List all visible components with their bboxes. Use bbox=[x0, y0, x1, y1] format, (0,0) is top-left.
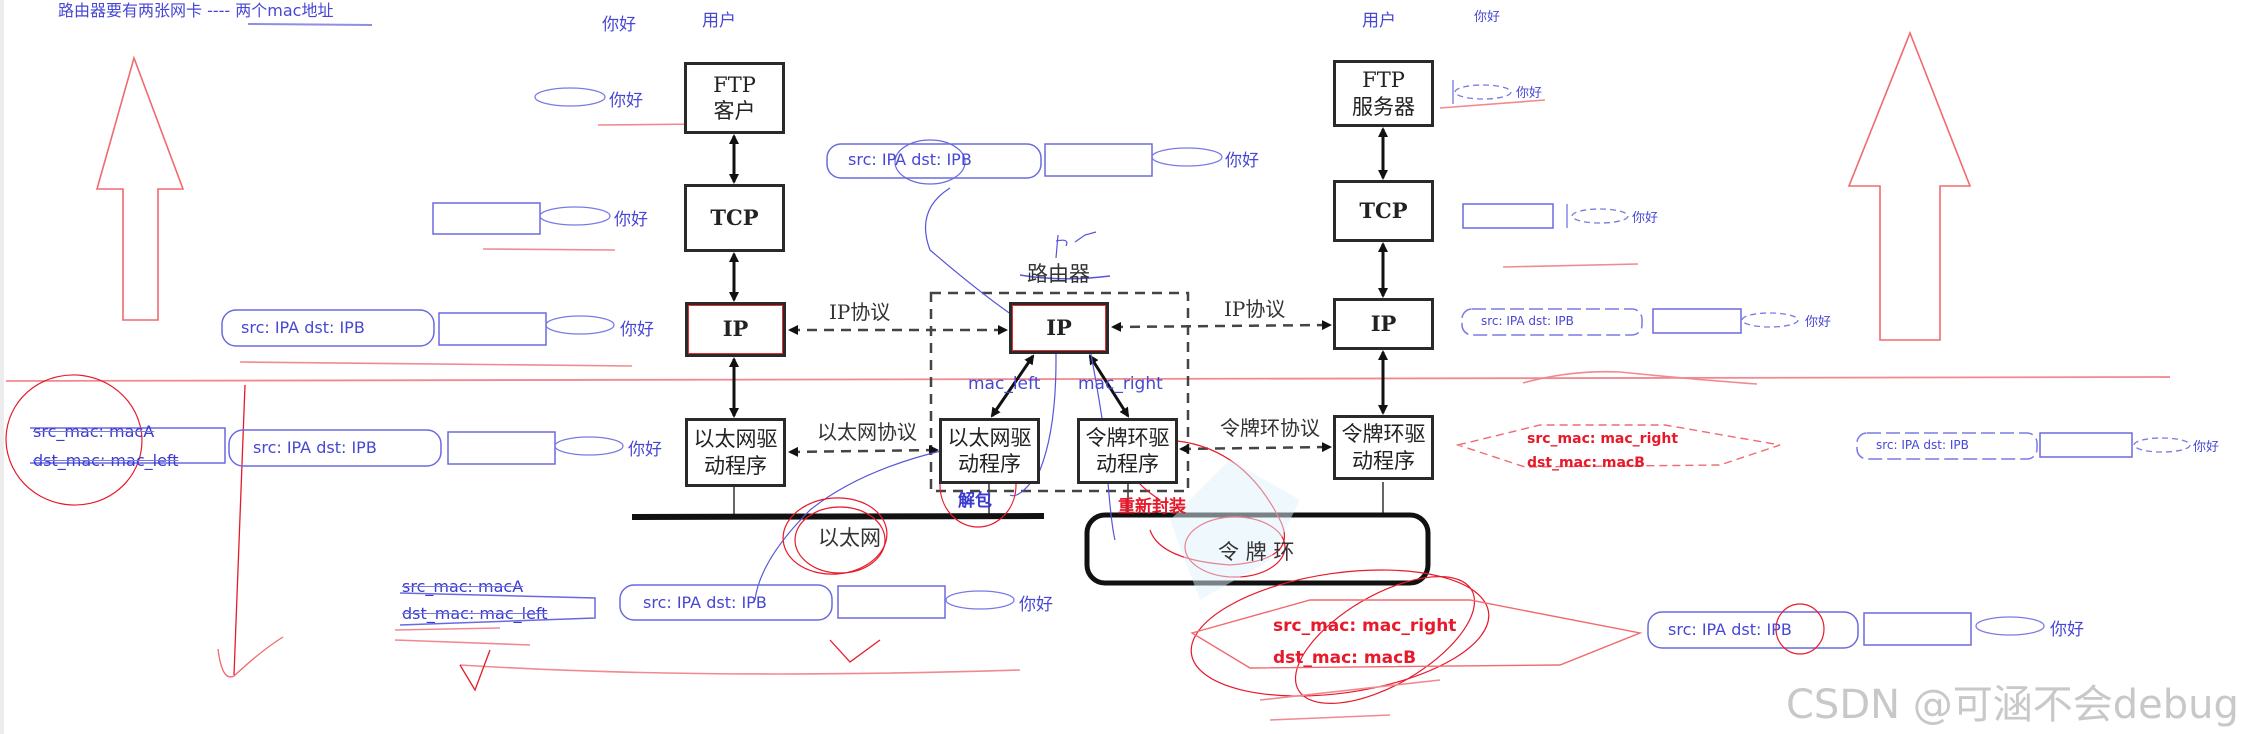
driver-right-line2: 动程序 bbox=[1352, 448, 1415, 473]
ethernet-protocol-label: 以太网协议 bbox=[817, 420, 917, 444]
router-ethernet-driver-box: 以太网驱 动程序 bbox=[939, 418, 1040, 484]
mac-dst-bottom-left: dst_mac: mac_left bbox=[402, 604, 548, 623]
payload-token-right: 你好 bbox=[2193, 440, 2220, 455]
packet-app-right bbox=[1452, 80, 1512, 104]
header-underline bbox=[247, 23, 373, 26]
payload-eth-bottom: 你好 bbox=[1019, 595, 1053, 615]
payload-tcp-right: 你好 bbox=[1632, 211, 1659, 226]
repack-label: 重新封装 bbox=[1118, 497, 1186, 517]
payload-app-left: 你好 bbox=[609, 91, 643, 111]
ethernet-protocol-arrow bbox=[788, 445, 939, 457]
router-eth-line1: 以太网驱 bbox=[947, 425, 1032, 450]
mac-left-label: mac_left bbox=[968, 374, 1041, 394]
router-boundary bbox=[929, 291, 1190, 493]
mac-dst-right: dst_mac: macB bbox=[1527, 455, 1645, 471]
mac-src-bottom-left: src_mac: macA bbox=[402, 577, 524, 596]
top-hello-right: 你好 bbox=[1474, 10, 1501, 25]
router-token-driver-box: 令牌环驱 动程序 bbox=[1077, 418, 1178, 484]
mac-src-bottom-right: src_mac: mac_right bbox=[1273, 616, 1457, 636]
ethernet-driver-left-box: 以太网驱 动程序 bbox=[685, 418, 786, 487]
left-down-arrow-icon bbox=[217, 636, 284, 678]
top-user-left: 用户 bbox=[702, 11, 736, 31]
router-token-line1: 令牌环驱 bbox=[1085, 425, 1170, 450]
router-eth-line2: 动程序 bbox=[958, 452, 1021, 476]
ip-left-label: IP bbox=[722, 316, 749, 342]
mac-header-outline bbox=[1455, 424, 1781, 468]
top-hello-left: 你好 bbox=[602, 15, 636, 35]
ip-header-token-bottom: src: IPA dst: IPB bbox=[1668, 620, 1792, 639]
right-up-arrow-icon bbox=[1847, 30, 1972, 341]
payload-router: 你好 bbox=[1225, 151, 1259, 171]
mac-src-left: src_mac: macA bbox=[33, 422, 155, 441]
ftp-client-line1: FTP bbox=[713, 72, 756, 97]
ftp-client-line2: 客户 bbox=[713, 99, 756, 123]
packet-ip-right bbox=[1461, 308, 1799, 336]
ip-header-eth-bottom: src: IPA dst: IPB bbox=[643, 593, 767, 612]
ip-header-router: src: IPA dst: IPB bbox=[848, 150, 972, 169]
packet-token-bottom bbox=[1647, 603, 2045, 655]
packet-token-right bbox=[1856, 432, 2191, 460]
left-up-arrow-icon bbox=[95, 55, 185, 321]
ethernet-highlight-circle bbox=[782, 497, 888, 575]
mac-header-outline bbox=[1190, 599, 1643, 669]
ip-header-eth-left: src: IPA dst: IPB bbox=[253, 438, 377, 457]
ftp-server-line1: FTP bbox=[1362, 68, 1405, 93]
layer-divider-line bbox=[5, 376, 2171, 382]
ftp-server-box: FTP 服务器 bbox=[1333, 60, 1434, 127]
ip-header-right: src: IPA dst: IPB bbox=[1481, 314, 1574, 328]
payload-eth-left: 你好 bbox=[628, 440, 662, 460]
ip-header-token-right: src: IPA dst: IPB bbox=[1876, 438, 1969, 452]
token-ring-protocol-label: 令牌环协议 bbox=[1220, 416, 1320, 440]
packet-eth-left bbox=[30, 427, 624, 467]
driver-right-line1: 令牌环驱 bbox=[1341, 422, 1426, 447]
tcp-right-label: TCP bbox=[1359, 197, 1408, 223]
csdn-watermark: CSDN @可涵不会debug bbox=[1786, 682, 2239, 728]
ethernet-network-label: 以太网 bbox=[818, 526, 881, 550]
payload-tcp-left: 你好 bbox=[614, 210, 648, 230]
router-title: 路由器 bbox=[1027, 262, 1090, 286]
packet-router-top bbox=[826, 139, 1223, 185]
payload-ip-left: 你好 bbox=[620, 320, 654, 340]
token-ring-protocol-arrow bbox=[1179, 442, 1332, 454]
top-user-right: 用户 bbox=[1362, 11, 1396, 31]
payload-token-bottom: 你好 bbox=[2050, 620, 2084, 640]
ip-protocol-left-label: IP协议 bbox=[829, 300, 891, 324]
mac-right-label: mac_right bbox=[1078, 374, 1163, 394]
tcp-left-box: TCP bbox=[684, 184, 785, 252]
packet-tcp-left bbox=[432, 202, 611, 235]
packet-eth-bottom bbox=[399, 584, 1015, 626]
mac-dst-bottom-right: dst_mac: macB bbox=[1273, 648, 1417, 668]
payload-app-right: 你好 bbox=[1516, 86, 1543, 101]
router-ip-box: IP bbox=[1009, 302, 1109, 354]
router-ip-label: IP bbox=[1046, 314, 1072, 340]
ip-left-box: IP bbox=[685, 302, 786, 357]
mac-src-right: src_mac: mac_right bbox=[1527, 431, 1679, 447]
packet-tcp-right bbox=[1462, 203, 1629, 229]
router-token-line2: 动程序 bbox=[1096, 452, 1159, 476]
driver-left-line1: 以太网驱 bbox=[693, 427, 778, 452]
mac-dst-left: dst_mac: mac_left bbox=[33, 451, 179, 470]
ip-protocol-right-arrow bbox=[1111, 320, 1332, 332]
left-edge-strip bbox=[0, 0, 4, 734]
ethernet-bus bbox=[631, 513, 1045, 520]
tcp-right-box: TCP bbox=[1333, 180, 1434, 242]
token-driver-right-box: 令牌环驱 动程序 bbox=[1333, 415, 1434, 480]
unpack-label: 解包 bbox=[958, 491, 992, 511]
ip-right-box: IP bbox=[1333, 298, 1434, 350]
driver-left-line2: 动程序 bbox=[704, 453, 767, 478]
token-ring-network-label: 令 牌 环 bbox=[1218, 540, 1295, 564]
header-note: 路由器要有两张网卡 ---- 两个mac地址 bbox=[58, 1, 334, 20]
packet-app-left bbox=[534, 87, 606, 107]
payload-ip-right: 你好 bbox=[1805, 315, 1832, 330]
ftp-server-line2: 服务器 bbox=[1352, 94, 1415, 119]
ip-right-label: IP bbox=[1370, 310, 1397, 336]
ip-protocol-right-label: IP协议 bbox=[1224, 297, 1286, 321]
ip-header-left: src: IPA dst: IPB bbox=[241, 318, 365, 337]
tcp-left-label: TCP bbox=[710, 204, 759, 230]
packet-ip-left bbox=[221, 309, 615, 347]
ftp-client-box: FTP 客户 bbox=[684, 62, 785, 134]
